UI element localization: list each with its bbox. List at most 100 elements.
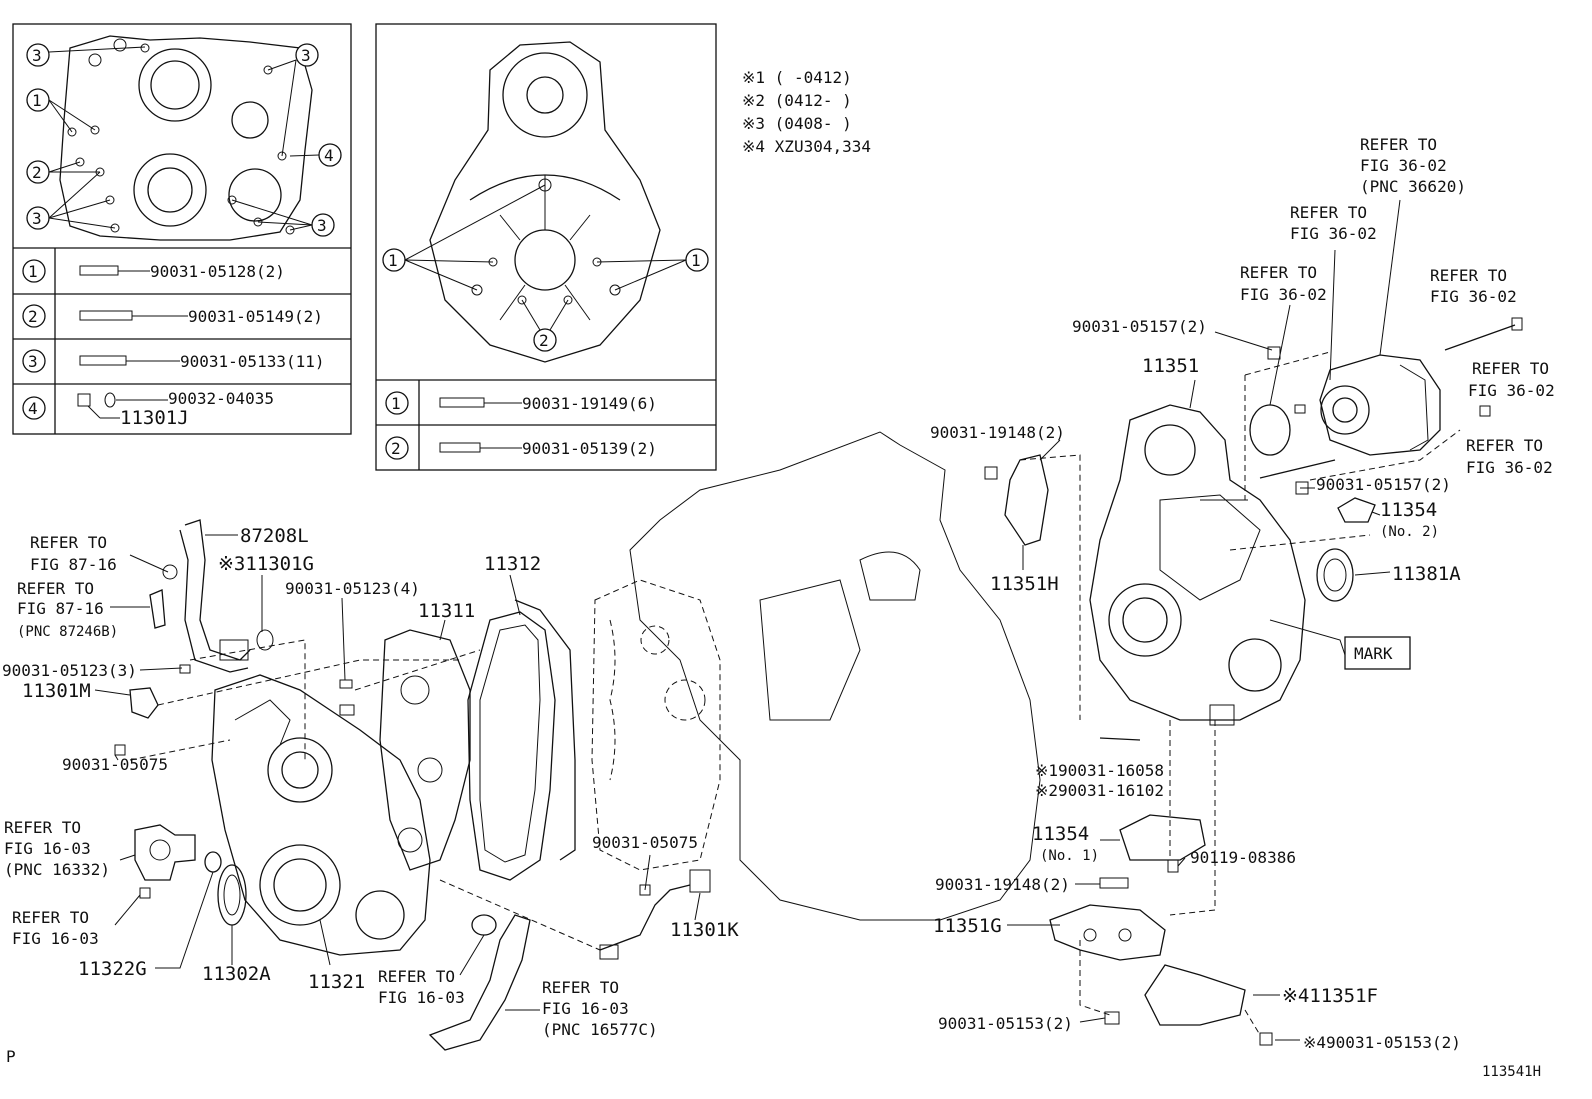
callout-1: 1 <box>32 91 42 110</box>
part-11354: 11354 <box>1380 499 1437 521</box>
svg-text:2: 2 <box>391 439 401 458</box>
svg-text:REFER TO: REFER TO <box>1472 359 1549 378</box>
callout-3: 3 <box>301 46 311 65</box>
svg-text:REFER TO: REFER TO <box>17 579 94 598</box>
housing-assembly <box>984 317 1523 1046</box>
svg-text:FIG 16-03: FIG 16-03 <box>378 988 465 1007</box>
svg-text:REFER TO: REFER TO <box>12 908 89 927</box>
leaders <box>94 199 1401 1041</box>
svg-text:REFER TO: REFER TO <box>1430 266 1507 285</box>
svg-text:REFER TO: REFER TO <box>1240 263 1317 282</box>
part-11351H: 11351H <box>990 573 1059 595</box>
part-11302A: 11302A <box>202 963 271 985</box>
svg-text:※1 ( -0412): ※1 ( -0412) <box>742 68 852 87</box>
part-90031-05157: 90031-05157(2) <box>1316 475 1451 494</box>
svg-text:1: 1 <box>391 394 401 413</box>
svg-text:FIG 87-16: FIG 87-16 <box>30 555 117 574</box>
svg-text:(PNC 36620): (PNC 36620) <box>1360 177 1466 196</box>
part-11351F: ※411351F <box>1282 985 1378 1007</box>
part-290031-16102: ※290031-16102 <box>1035 781 1164 800</box>
callout-3: 3 <box>32 209 42 228</box>
svg-text:REFER TO: REFER TO <box>542 978 619 997</box>
part-11311: 11311 <box>418 600 475 622</box>
assembly-lines <box>129 351 1461 1036</box>
svg-text:FIG 87-16: FIG 87-16 <box>17 599 104 618</box>
callout-4: 4 <box>324 146 334 165</box>
part-90032-04035: 90032-04035 <box>168 389 274 408</box>
part-90031-19148: 90031-19148(2) <box>935 875 1070 894</box>
svg-text:2: 2 <box>28 307 38 326</box>
svg-text:(No. 1): (No. 1) <box>1040 848 1099 864</box>
part-11322G: 11322G <box>78 958 147 980</box>
svg-text:(PNC 16577C): (PNC 16577C) <box>542 1020 658 1039</box>
part-90031-19149: 90031-19149(6) <box>522 394 657 413</box>
illustration-number: 113541H <box>1482 1064 1541 1080</box>
svg-text:FIG 36-02: FIG 36-02 <box>1240 285 1327 304</box>
part-11301M: 11301M <box>22 680 91 702</box>
svg-text:3: 3 <box>28 352 38 371</box>
callout-2: 2 <box>32 163 42 182</box>
notes: ※1 ( -0412) ※2 (0412- ) ※3 (0408- ) ※4 X… <box>742 68 871 156</box>
part-90031-05123-4: 90031-05123(4) <box>285 579 420 598</box>
svg-text:FIG 16-03: FIG 16-03 <box>12 929 99 948</box>
svg-text:4: 4 <box>28 399 38 418</box>
callout-3: 3 <box>317 216 327 235</box>
part-90031-05133: 90031-05133(11) <box>180 352 325 371</box>
svg-text:REFER TO: REFER TO <box>1360 135 1437 154</box>
part-190031-16058: ※190031-16058 <box>1035 761 1164 780</box>
callout-1: 1 <box>388 251 398 270</box>
svg-text:REFER TO: REFER TO <box>4 818 81 837</box>
part-90031-05128: 90031-05128(2) <box>150 262 285 281</box>
callout-3: 3 <box>32 46 42 65</box>
svg-text:FIG 16-03: FIG 16-03 <box>542 999 629 1018</box>
part-490031-05153: ※490031-05153(2) <box>1303 1033 1461 1052</box>
callout-2: 2 <box>539 331 549 350</box>
front-case-sketch <box>59 35 313 241</box>
left-inset-callouts: 3 1 2 3 3 4 3 <box>26 43 342 237</box>
mark-box <box>1344 636 1411 670</box>
svg-text:FIG 36-02: FIG 36-02 <box>1360 156 1447 175</box>
left-inset: 3 1 2 3 3 4 3 1 90031-05128(2) 2 90031-0… <box>12 23 352 435</box>
svg-text:※3 (0408- ): ※3 (0408- ) <box>742 114 852 133</box>
part-90031-05139: 90031-05139(2) <box>522 439 657 458</box>
callout-1: 1 <box>691 251 701 270</box>
svg-text:(PNC 87246B): (PNC 87246B) <box>17 624 118 640</box>
svg-text:FIG 36-02: FIG 36-02 <box>1466 458 1553 477</box>
svg-text:FIG 36-02: FIG 36-02 <box>1468 381 1555 400</box>
part-11301J: 11301J <box>120 407 189 429</box>
svg-text:REFER TO: REFER TO <box>1290 203 1367 222</box>
part-11351: 11351 <box>1142 355 1199 377</box>
part-11351G: 11351G <box>933 915 1002 937</box>
part-90119-08386: 90119-08386 <box>1190 848 1296 867</box>
svg-text:※4 XZU304,334: ※4 XZU304,334 <box>742 137 871 156</box>
part-11301G: ※311301G <box>218 553 314 575</box>
engine-phantom <box>591 431 1041 921</box>
svg-text:1: 1 <box>28 262 38 281</box>
part-11321: 11321 <box>308 971 365 993</box>
svg-text:(PNC 16332): (PNC 16332) <box>4 860 110 879</box>
svg-text:FIG 16-03: FIG 16-03 <box>4 839 91 858</box>
part-90031-05153: 90031-05153(2) <box>938 1014 1073 1033</box>
svg-text:(No. 2): (No. 2) <box>1380 524 1439 540</box>
svg-text:REFER TO: REFER TO <box>30 533 107 552</box>
flywheel-housing-sketch <box>429 41 661 363</box>
corner-letter: P <box>6 1047 16 1066</box>
svg-text:※2 (0412- ): ※2 (0412- ) <box>742 91 852 110</box>
part-90031-05075: 90031-05075 <box>62 755 168 774</box>
part-90031-05149: 90031-05149(2) <box>188 307 323 326</box>
svg-text:FIG 36-02: FIG 36-02 <box>1290 224 1377 243</box>
part-90031-19148: 90031-19148(2) <box>930 423 1065 442</box>
svg-text:REFER TO: REFER TO <box>1466 436 1543 455</box>
part-11354: 11354 <box>1032 823 1089 845</box>
svg-text:REFER TO: REFER TO <box>378 967 455 986</box>
timing-case-assembly <box>114 519 711 1051</box>
part-90031-05075: 90031-05075 <box>592 833 698 852</box>
part-90031-05157: 90031-05157(2) <box>1072 317 1207 336</box>
left-table-rows: 1 90031-05128(2) 2 90031-05149(2) 3 9003… <box>22 259 325 429</box>
part-90031-05123-3: 90031-05123(3) <box>2 661 137 680</box>
part-11301K: 11301K <box>670 919 739 941</box>
part-11381A: 11381A <box>1392 563 1461 585</box>
svg-text:FIG 36-02: FIG 36-02 <box>1430 287 1517 306</box>
labels: REFER TO FIG 87-16 REFER TO FIG 87-16 (P… <box>2 135 1555 1080</box>
